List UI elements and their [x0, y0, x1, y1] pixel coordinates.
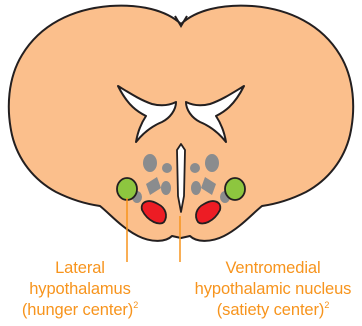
gray-nucleus-upper-mid-left — [162, 163, 172, 173]
lateral-label-line3: (hunger center) — [22, 301, 133, 319]
ventromedial-label-line3-wrap: (satiety center)2 — [184, 300, 362, 321]
lateral-hypothalamus-left — [117, 178, 137, 200]
lateral-hypothalamus-label: Lateral hypothalamus (hunger center)2 — [0, 258, 160, 321]
lateral-label-line2: hypothalamus — [0, 279, 160, 300]
ventromedial-footnote-marker: 2 — [324, 300, 329, 310]
gray-nucleus-lower-right — [191, 181, 201, 195]
gray-nucleus-top-left — [143, 154, 157, 172]
lateral-hypothalamus-right — [225, 178, 245, 200]
ventromedial-label-line3: (satiety center) — [217, 301, 325, 319]
ventromedial-label-line2: hypothalamic nucleus — [184, 279, 362, 300]
gray-nucleus-upper-mid-right — [190, 163, 200, 173]
lateral-footnote-marker: 2 — [133, 300, 138, 310]
ventromedial-nucleus-label: Ventromedial hypothalamic nucleus (satie… — [184, 258, 362, 321]
lateral-label-line1: Lateral — [0, 258, 160, 279]
third-ventricle — [177, 144, 185, 212]
gray-nucleus-lower-left — [161, 181, 171, 195]
gray-nucleus-top-right — [205, 154, 219, 172]
ventromedial-label-line1: Ventromedial — [184, 258, 362, 279]
lateral-label-line3-wrap: (hunger center)2 — [0, 300, 160, 321]
